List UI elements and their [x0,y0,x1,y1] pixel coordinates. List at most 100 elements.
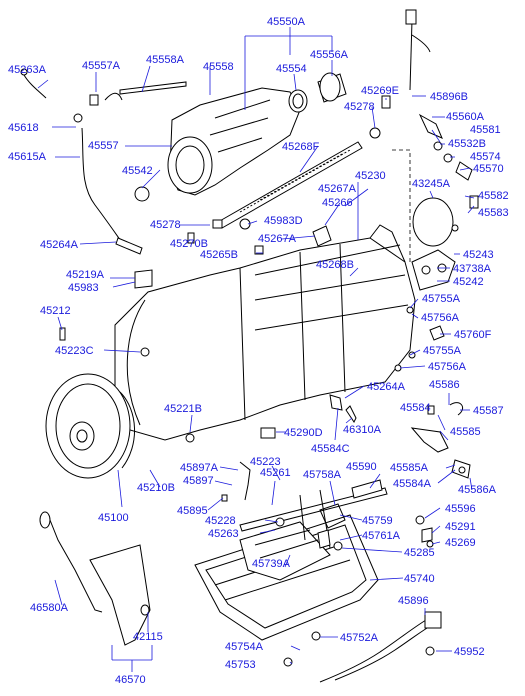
label-45590: 45590 [346,461,377,473]
rear-bushing [317,72,347,103]
label-45739A: 45739A [252,558,291,570]
label-45584C: 45584C [311,443,350,455]
label-45615A: 45615A [8,151,47,163]
speed-sensor-harness [405,9,431,91]
label-45210B: 45210B [137,482,175,494]
label-43245A: 43245A [412,178,451,190]
label-45100: 45100 [98,512,129,524]
label-45267A-top: 45267A [318,183,357,195]
label-45618: 45618 [8,122,39,134]
label-45263: 45263 [208,528,239,540]
label-45532B: 45532B [448,138,486,150]
reference-line [392,149,411,265]
label-45228: 45228 [205,515,236,527]
label-45586: 45586 [429,379,460,391]
filler-dipstick [39,511,103,613]
label-45560A: 45560A [446,111,485,123]
label-45267A-mid: 45267A [258,233,297,245]
leader-lines [37,27,475,672]
label-45952: 45952 [454,646,485,658]
label-45557: 45557 [88,140,119,152]
label-45758A: 45758A [303,469,342,481]
label-45223C: 45223C [55,345,94,357]
label-45585A: 45585A [390,462,429,474]
label-45755A-lower: 45755A [423,345,462,357]
label-45587: 45587 [473,405,504,417]
label-45278-top: 45278 [344,101,375,113]
label-45896B: 45896B [430,91,468,103]
label-45269E: 45269E [361,85,399,97]
transmission-case [114,224,416,441]
torque-converter [45,373,135,479]
label-46310A: 46310A [343,424,382,436]
label-45270B: 45270B [170,238,208,250]
label-45983: 45983 [68,282,99,294]
label-45752A: 45752A [340,632,379,644]
label-45582: 45582 [478,190,509,202]
label-45756A-upper: 45756A [421,312,460,324]
label-45223: 45223 [250,456,281,468]
rear-mount [411,249,456,291]
label-45558: 45558 [203,61,234,73]
wire-harness [319,611,442,683]
label-45897: 45897 [183,475,214,487]
label-45556A: 45556A [310,49,349,61]
label-45219A: 45219A [66,269,105,281]
label-45243: 45243 [463,249,494,261]
label-45740: 45740 [404,573,435,585]
label-45983D: 45983D [264,215,303,227]
label-45584: 45584 [400,402,431,414]
filter-cover [412,197,454,247]
label-45269: 45269 [445,537,476,549]
label-45264A-upper: 45264A [40,239,79,251]
rear-seal [288,89,308,113]
label-45266: 45266 [322,197,353,209]
part-labels: 45550A 45558A 45557A 45263A 45558 45554 … [8,16,509,686]
label-45212: 45212 [40,305,71,317]
label-45761A: 45761A [362,530,401,542]
label-45285: 45285 [404,547,435,559]
label-45586A: 45586A [458,484,497,496]
label-45583: 45583 [478,207,509,219]
label-45557A: 45557A [82,60,121,72]
label-45291: 45291 [445,521,476,533]
label-45221B: 45221B [164,403,202,415]
label-45596: 45596 [445,503,476,515]
label-45261: 45261 [260,467,291,479]
label-45584A: 45584A [393,478,432,490]
label-45754A: 45754A [225,641,264,653]
dipstick [73,113,127,249]
label-45756A-lower: 45756A [428,361,467,373]
valve-body [239,521,331,581]
label-45574: 45574 [470,151,501,163]
label-45264A-lower: 45264A [367,381,406,393]
label-45263A: 45263A [8,64,47,76]
small-fasteners [20,68,479,667]
label-45242: 45242 [453,276,484,288]
label-45581: 45581 [470,124,501,136]
label-45895: 45895 [177,505,208,517]
label-45268B: 45268B [316,259,354,271]
label-45558A: 45558A [146,54,185,66]
label-45550A: 45550A [267,16,306,28]
label-45753: 45753 [225,659,256,671]
extension-housing [167,87,301,196]
label-45268F: 45268F [282,141,320,153]
label-45897A: 45897A [180,462,219,474]
label-45278-mid: 45278 [150,219,181,231]
label-45585: 45585 [450,426,481,438]
label-45230: 45230 [355,170,386,182]
label-45542: 45542 [122,165,153,177]
label-46580A: 46580A [30,602,69,614]
label-45290D: 45290D [284,427,323,439]
filler-tube [89,544,151,646]
label-45265B: 45265B [200,249,238,261]
label-45896: 45896 [398,595,429,607]
label-42115: 42115 [133,631,163,643]
label-45759: 45759 [362,515,393,527]
label-46570: 46570 [115,674,146,686]
label-45755A-upper: 45755A [422,293,461,305]
label-45554: 45554 [276,63,307,75]
